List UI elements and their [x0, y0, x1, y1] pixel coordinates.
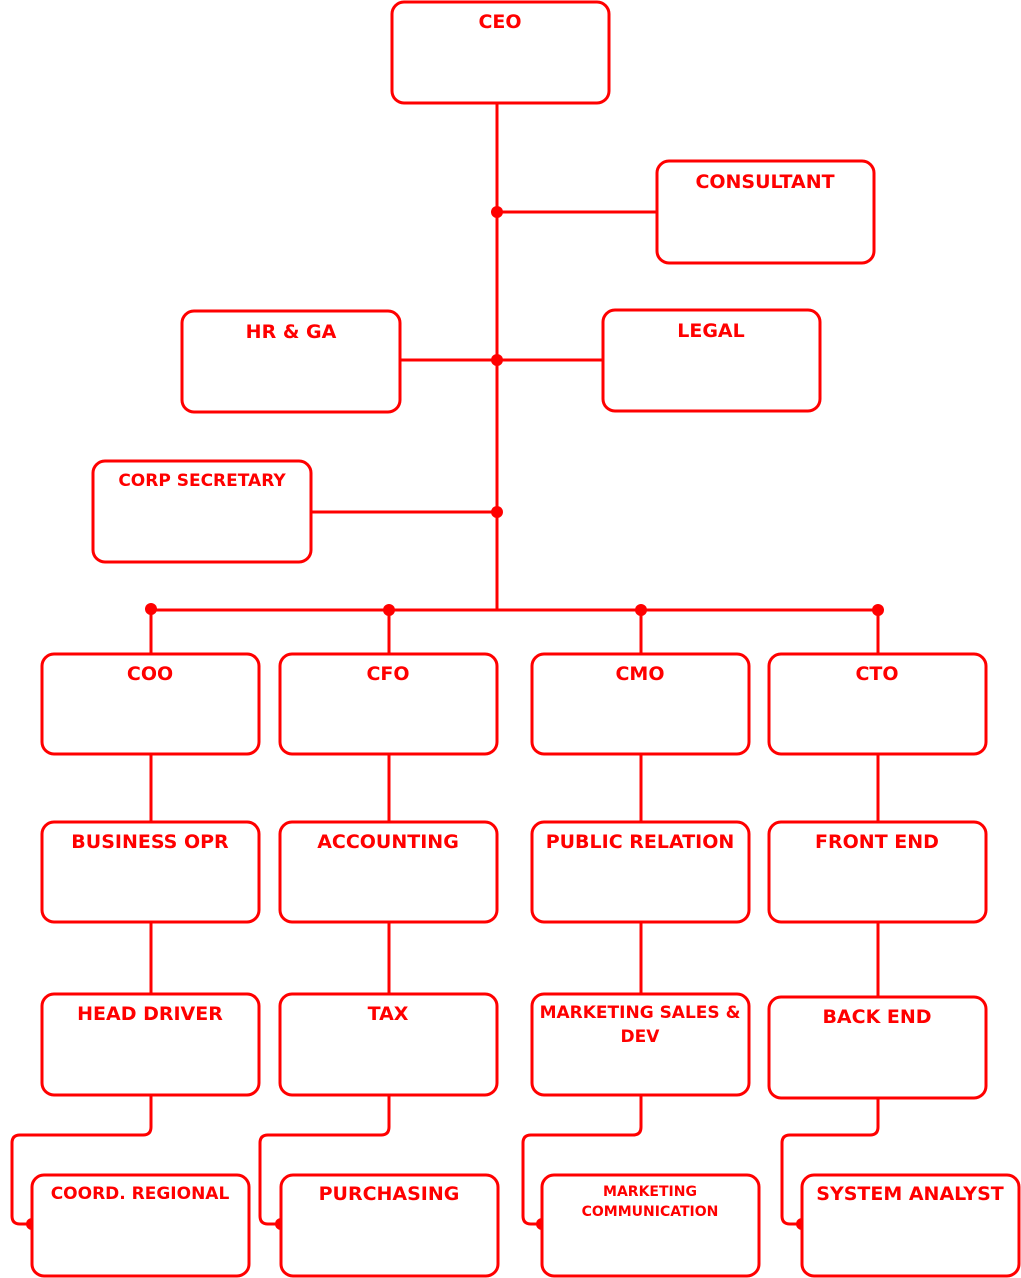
node-marketing-communication: MARKETING COMMUNICATION: [540, 1173, 761, 1278]
node-box: [40, 820, 261, 924]
node-box: [540, 1173, 761, 1278]
node-head-driver: HEAD DRIVER: [40, 992, 261, 1097]
connectors: [10, 103, 880, 1226]
node-cfo: CFO: [278, 652, 499, 756]
node-box: [40, 992, 261, 1097]
node-cto: CTO: [767, 652, 988, 756]
node-label: PURCHASING: [319, 1183, 460, 1205]
node-label-line-1: MARKETING SALES &: [540, 1003, 741, 1023]
node-label: HEAD DRIVER: [77, 1003, 223, 1025]
junction-dot: [635, 604, 647, 616]
node-box: [278, 820, 499, 924]
node-label: CONSULTANT: [695, 171, 834, 193]
node-coo: COO: [40, 652, 261, 756]
node-box: [530, 652, 751, 756]
back-end-to-system-analyst: [780, 1098, 880, 1226]
node-box: [390, 0, 611, 105]
node-corp-secretary: CORP SECRETARY: [91, 459, 313, 564]
junction-dot: [383, 604, 395, 616]
node-accounting: ACCOUNTING: [278, 820, 499, 924]
node-label-line-2: DEV: [621, 1027, 661, 1047]
node-label: COORD. REGIONAL: [51, 1184, 230, 1204]
node-label: BUSINESS OPR: [71, 831, 229, 853]
node-ceo: CEO: [390, 0, 611, 105]
node-label: CEO: [478, 11, 521, 33]
node-label: BACK END: [822, 1006, 931, 1028]
node-box: [767, 652, 988, 756]
node-box: [530, 820, 751, 924]
tax-to-purchasing: [258, 1095, 391, 1226]
node-box: [30, 1173, 251, 1278]
node-consultant: CONSULTANT: [655, 159, 876, 265]
junction-dot: [491, 354, 503, 366]
node-box: [91, 459, 313, 564]
node-box: [767, 820, 988, 924]
node-tax: TAX: [278, 992, 499, 1097]
node-box: [530, 992, 751, 1097]
node-label: CFO: [366, 663, 409, 685]
node-box: [601, 308, 822, 413]
node-label: LEGAL: [677, 320, 745, 342]
node-label: COO: [127, 663, 173, 685]
node-cmo: CMO: [530, 652, 751, 756]
node-front-end: FRONT END: [767, 820, 988, 924]
node-label: TAX: [368, 1003, 409, 1025]
node-label: CMO: [615, 663, 664, 685]
node-label: HR & GA: [246, 321, 337, 343]
marketing-sales-to-marketing-communication: [521, 1095, 643, 1226]
junction-dot: [491, 206, 503, 218]
node-box: [278, 652, 499, 756]
node-label: SYSTEM ANALYST: [816, 1183, 1003, 1205]
junction-dot: [872, 604, 884, 616]
node-box: [800, 1173, 1021, 1278]
junction-dot: [491, 506, 503, 518]
node-hr-ga: HR & GA: [180, 309, 402, 414]
node-box: [655, 159, 876, 265]
node-marketing-sales-dev: MARKETING SALES & DEV: [530, 992, 751, 1097]
node-label: ACCOUNTING: [317, 831, 459, 853]
node-purchasing: PURCHASING: [279, 1173, 500, 1278]
node-box: [180, 309, 402, 414]
head-driver-to-coord-regional: [10, 1095, 153, 1226]
node-system-analyst: SYSTEM ANALYST: [800, 1173, 1021, 1278]
node-box: [40, 652, 261, 756]
node-coord-regional: COORD. REGIONAL: [30, 1173, 251, 1278]
node-public-relation: PUBLIC RELATION: [530, 820, 751, 924]
node-label: CORP SECRETARY: [118, 471, 286, 491]
node-legal: LEGAL: [601, 308, 822, 413]
node-business-opr: BUSINESS OPR: [40, 820, 261, 924]
node-back-end: BACK END: [767, 995, 988, 1100]
node-label: CTO: [855, 663, 898, 685]
node-box: [767, 995, 988, 1100]
junction-dot: [145, 603, 157, 615]
node-label: PUBLIC RELATION: [546, 831, 735, 853]
node-box: [278, 992, 499, 1097]
node-label-line-1: MARKETING: [603, 1184, 697, 1200]
node-label-line-2: COMMUNICATION: [582, 1204, 719, 1220]
node-label: FRONT END: [815, 831, 939, 853]
node-box: [279, 1173, 500, 1278]
